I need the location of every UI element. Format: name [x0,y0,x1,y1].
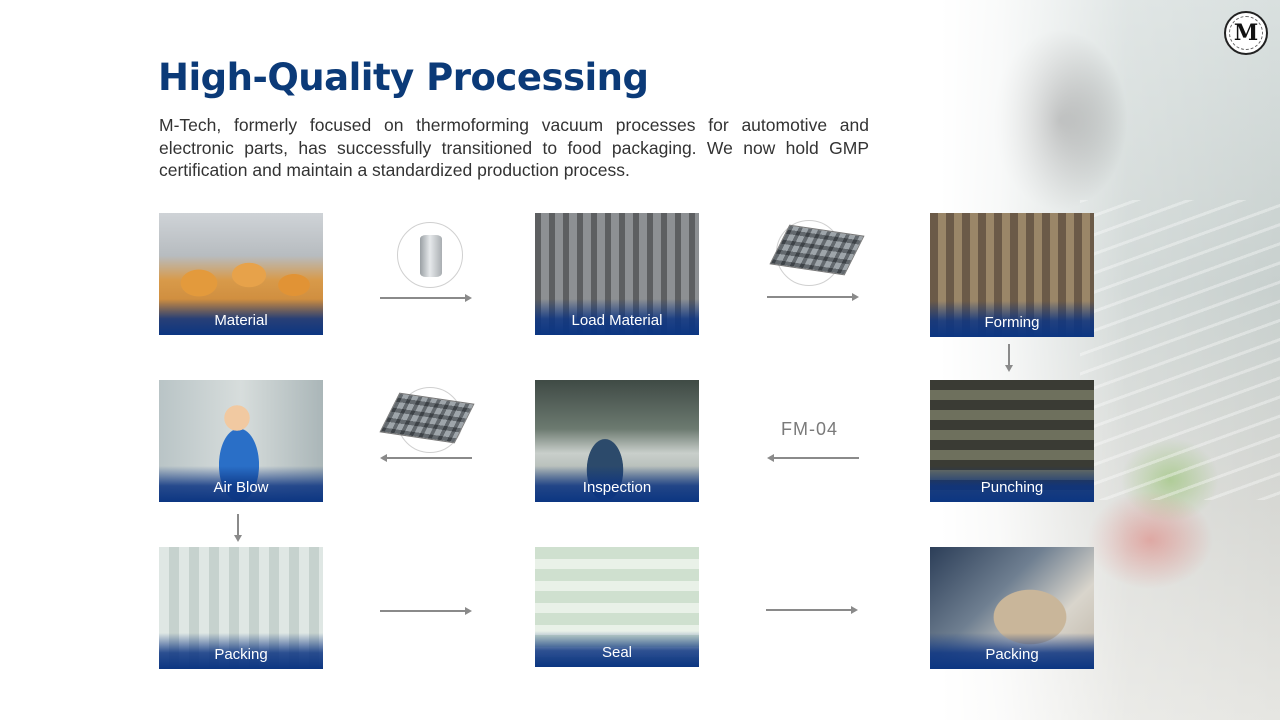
step-packing-1: Packing [159,547,323,669]
step-caption: Inspection [535,466,699,502]
step-caption: Seal [535,631,699,667]
step-load-material: Load Material [535,213,699,335]
step-caption: Air Blow [159,466,323,502]
arrow-right-icon [380,606,472,616]
film-roll-icon [397,222,463,288]
step-caption: Packing [159,633,323,669]
company-logo: M [1224,11,1268,55]
step-inspection: Inspection [535,380,699,502]
machine-code-label: FM-04 [781,419,839,439]
step-punching: Punching [930,380,1094,502]
arrow-left-icon [767,453,859,463]
step-forming: Forming [930,213,1094,337]
step-caption: Forming [930,301,1094,337]
step-caption: Punching [930,466,1094,502]
arrow-down-icon [233,514,243,542]
page-title: High-Quality Processing [158,56,649,99]
page-description: M-Tech, formerly focused on thermoformin… [159,115,869,180]
logo-letter: M [1233,20,1259,46]
arrow-left-icon [380,453,472,463]
step-material: Material [159,213,323,335]
step-caption: Load Material [535,299,699,335]
step-air-blow: Air Blow [159,380,323,502]
step-caption: Material [159,299,323,335]
arrow-right-icon [767,292,859,302]
arrow-right-icon [380,293,472,303]
step-seal: Seal [535,547,699,667]
arrow-right-icon [766,605,858,615]
tray-image [379,392,475,444]
step-caption: Packing [930,633,1094,669]
step-packing-2: Packing [930,547,1094,669]
arrow-down-icon [1004,344,1014,372]
